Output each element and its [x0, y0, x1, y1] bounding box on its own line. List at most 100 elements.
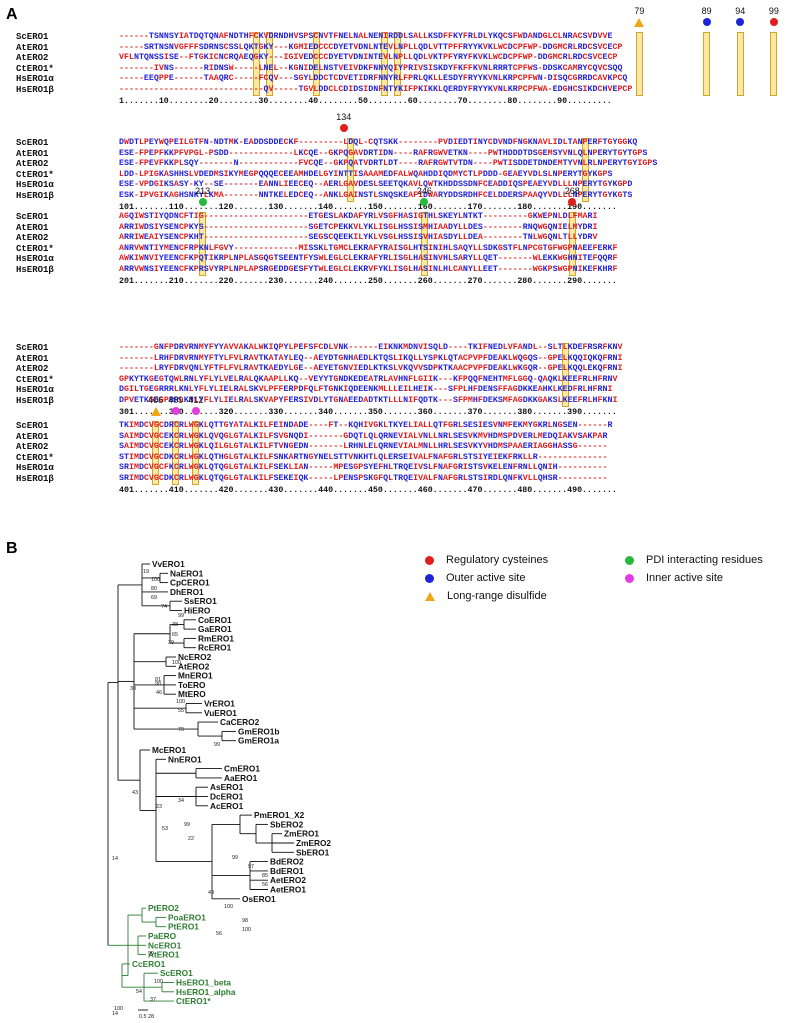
- residue-number-label: 409: [168, 395, 184, 405]
- legend-dot-icon: [625, 573, 634, 583]
- magenta-cysteine-marker-icon: [191, 407, 200, 415]
- sequence-name: CtERO1*: [16, 374, 54, 385]
- bootstrap-value: 56: [262, 882, 268, 888]
- tree-leaf-label: SbERO1: [296, 847, 330, 857]
- sequence-rows: TKIMDCVGCDRCRLWGKLQTTGYATALKILFEINDADE--…: [119, 421, 789, 496]
- sequence-row: DPVETKGEGPRRLKNLYFLYLIELRALSKVAPYFERSIVD…: [119, 395, 618, 405]
- tree-leaf-label: PtERO1: [168, 922, 199, 932]
- phylogenetic-tree: VvERO1NaERO1CpCERO1DhERO1SsERO1HiEROCoER…: [107, 559, 331, 1020]
- sequence-row: -------IVNS------RIDNSW-----LNEL--KGNIDE…: [119, 63, 623, 73]
- sequence-row: -----SRTNSNVGFFFSDRNSCSSLQKTGKY---KGMIED…: [119, 42, 623, 52]
- conserved-cysteine-highlight: [420, 212, 428, 276]
- position-ruler: 101.......110.......120.......130.......…: [119, 202, 617, 212]
- conserved-cysteine-highlight: [770, 32, 778, 96]
- bootstrap-value: 53: [162, 826, 168, 832]
- conserved-cysteine-highlight: [346, 138, 354, 202]
- sequence-name: HsERO1β: [16, 264, 54, 275]
- sequence-row: ESE-FPEVFKKPLSQY-------N------------FVCQ…: [119, 159, 658, 169]
- conserved-cysteine-highlight: [562, 343, 570, 407]
- legend-dot-icon: [625, 555, 634, 565]
- bootstrap-value: 98: [242, 918, 248, 924]
- sequence-name: AtERO2: [16, 159, 49, 170]
- red-cysteine-marker-icon: [769, 18, 778, 26]
- bootstrap-value: 74: [161, 604, 167, 610]
- sequence-name: AtERO1: [16, 222, 49, 233]
- tree-leaf-label: CtERO1*: [176, 996, 211, 1006]
- tree-leaf-label: BdERO2: [270, 857, 304, 867]
- sequence-row: LDD-LPIGKASHHSLVDEDMSIKYMEGPQQQECEEAMHDE…: [119, 169, 613, 179]
- tree-leaf-label: VuERO1: [204, 708, 237, 718]
- tree-leaf-label: CpCERO1: [170, 578, 210, 588]
- bootstrap-value: 100: [151, 577, 160, 583]
- tree-leaf-label: CoERO1: [198, 615, 232, 625]
- tree-leaf-label: ScERO1: [160, 968, 193, 978]
- sequence-row: ARRVWNSIYEENCFKPRSVYRPLNPLAPSRGEDDGESFYT…: [119, 264, 618, 274]
- legend-dot-icon: [425, 573, 434, 583]
- sequence-name: AtERO1: [16, 431, 49, 442]
- sequence-name: AtERO2: [16, 442, 49, 453]
- sequence-row: ESE-FPEPFKKPFVPGL-PSDD-------------LKCQE…: [119, 148, 648, 158]
- tree-leaf-label: AetERO2: [270, 875, 306, 885]
- legend-label: Regulatory cysteines: [446, 554, 549, 566]
- bootstrap-value: 99: [232, 855, 238, 861]
- sequence-name: CtERO1*: [16, 169, 54, 180]
- sequence-row: ARRIWEAIYSENCPKHT---------------------SE…: [119, 233, 598, 243]
- tree-leaf-label: MtERO: [178, 689, 206, 699]
- blue-cysteine-marker-icon: [702, 18, 711, 26]
- conserved-cysteine-highlight: [380, 32, 388, 96]
- sequence-row: ARRIWDSIYSENCPKYS---------------------SG…: [119, 222, 598, 232]
- bootstrap-value: 14: [112, 1011, 118, 1017]
- bootstrap-value: 99: [178, 613, 184, 619]
- sequence-rows: ------TSNNSYIATDQTQNAFNDTHFCKVDRNDHVSPSC…: [119, 32, 789, 107]
- sequence-name: CtERO1*: [16, 63, 54, 74]
- bootstrap-value: 37: [150, 997, 156, 1003]
- tree-leaf-label: VvERO1: [152, 559, 185, 569]
- conserved-cysteine-highlight: [635, 32, 643, 96]
- bootstrap-value: 79: [178, 727, 184, 733]
- legend-item: PDI interacting residues: [625, 554, 763, 566]
- conserved-cysteine-highlight: [199, 212, 207, 276]
- sequence-row: ANRVWNTIYMENCFRPKNLFGVY-------------MISS…: [119, 243, 618, 253]
- tree-leaf-label: AsERO1: [210, 782, 244, 792]
- tree-leaf-label: NnERO1: [168, 754, 202, 764]
- tree-leaf-label: AaERO1: [224, 773, 258, 783]
- tree-leaf-label: AtERO1: [148, 950, 180, 960]
- sequence-row: AWKIWNVIYEENCFKPQTIKRPLNPLASGQGTSEENTFYS…: [119, 254, 618, 264]
- bootstrap-value: 100: [176, 699, 185, 705]
- bootstrap-value: 14: [112, 856, 118, 862]
- tree-leaf-label: HsERO1_alpha: [176, 987, 236, 997]
- position-ruler: 401.......410.......420.......430.......…: [119, 485, 617, 495]
- bootstrap-value: 100: [172, 660, 181, 666]
- legend-item: Outer active site: [425, 572, 525, 584]
- bootstrap-value: 99: [148, 951, 154, 957]
- legend: Regulatory cysteines PDI interacting res…: [425, 554, 785, 644]
- bootstrap-value: 100: [242, 927, 251, 933]
- legend-triangle-icon: [425, 591, 435, 601]
- sequence-name: HsERO1α: [16, 254, 54, 265]
- bootstrap-value: 23: [156, 804, 162, 810]
- bootstrap-value: 43: [132, 790, 138, 796]
- sequence-rows: DWDTLPEYWQPEILGTFN-NDTMK-EADDSDDECKF----…: [119, 138, 789, 213]
- sequence-name: HsERO1α: [16, 74, 54, 85]
- bootstrap-value: 30: [130, 686, 136, 692]
- bootstrap-value: 100: [114, 1006, 123, 1012]
- long-range-disulfide-marker-icon: [634, 18, 645, 27]
- conserved-cysteine-highlight: [266, 32, 274, 96]
- conserved-cysteine-highlight: [703, 32, 711, 96]
- tree-leaf-label: SbERO2: [270, 819, 304, 829]
- tree-leaf-label: AtERO2: [178, 661, 210, 671]
- legend-dot-icon: [425, 555, 434, 565]
- sequence-name: AtERO2: [16, 53, 49, 64]
- tree-leaf-label: ZmERO2: [296, 838, 331, 848]
- sequence-row: SAIMDCVGCEKCRLWGKLQVQGLGTALKILFSVGNQDI--…: [119, 431, 608, 441]
- tree-leaf-label: PmERO1_X2: [254, 810, 305, 820]
- bootstrap-value: 28: [148, 1014, 154, 1020]
- residue-number-label: 134: [336, 112, 352, 122]
- legend-label: Outer active site: [446, 572, 526, 584]
- position-ruler: 1.......10........20........30........40…: [119, 96, 612, 106]
- bootstrap-value: 22: [188, 836, 194, 842]
- sequence-rows: -------GNFPDRVRNMYFYYAVVAKALWKIQPYLPEFSF…: [119, 343, 789, 418]
